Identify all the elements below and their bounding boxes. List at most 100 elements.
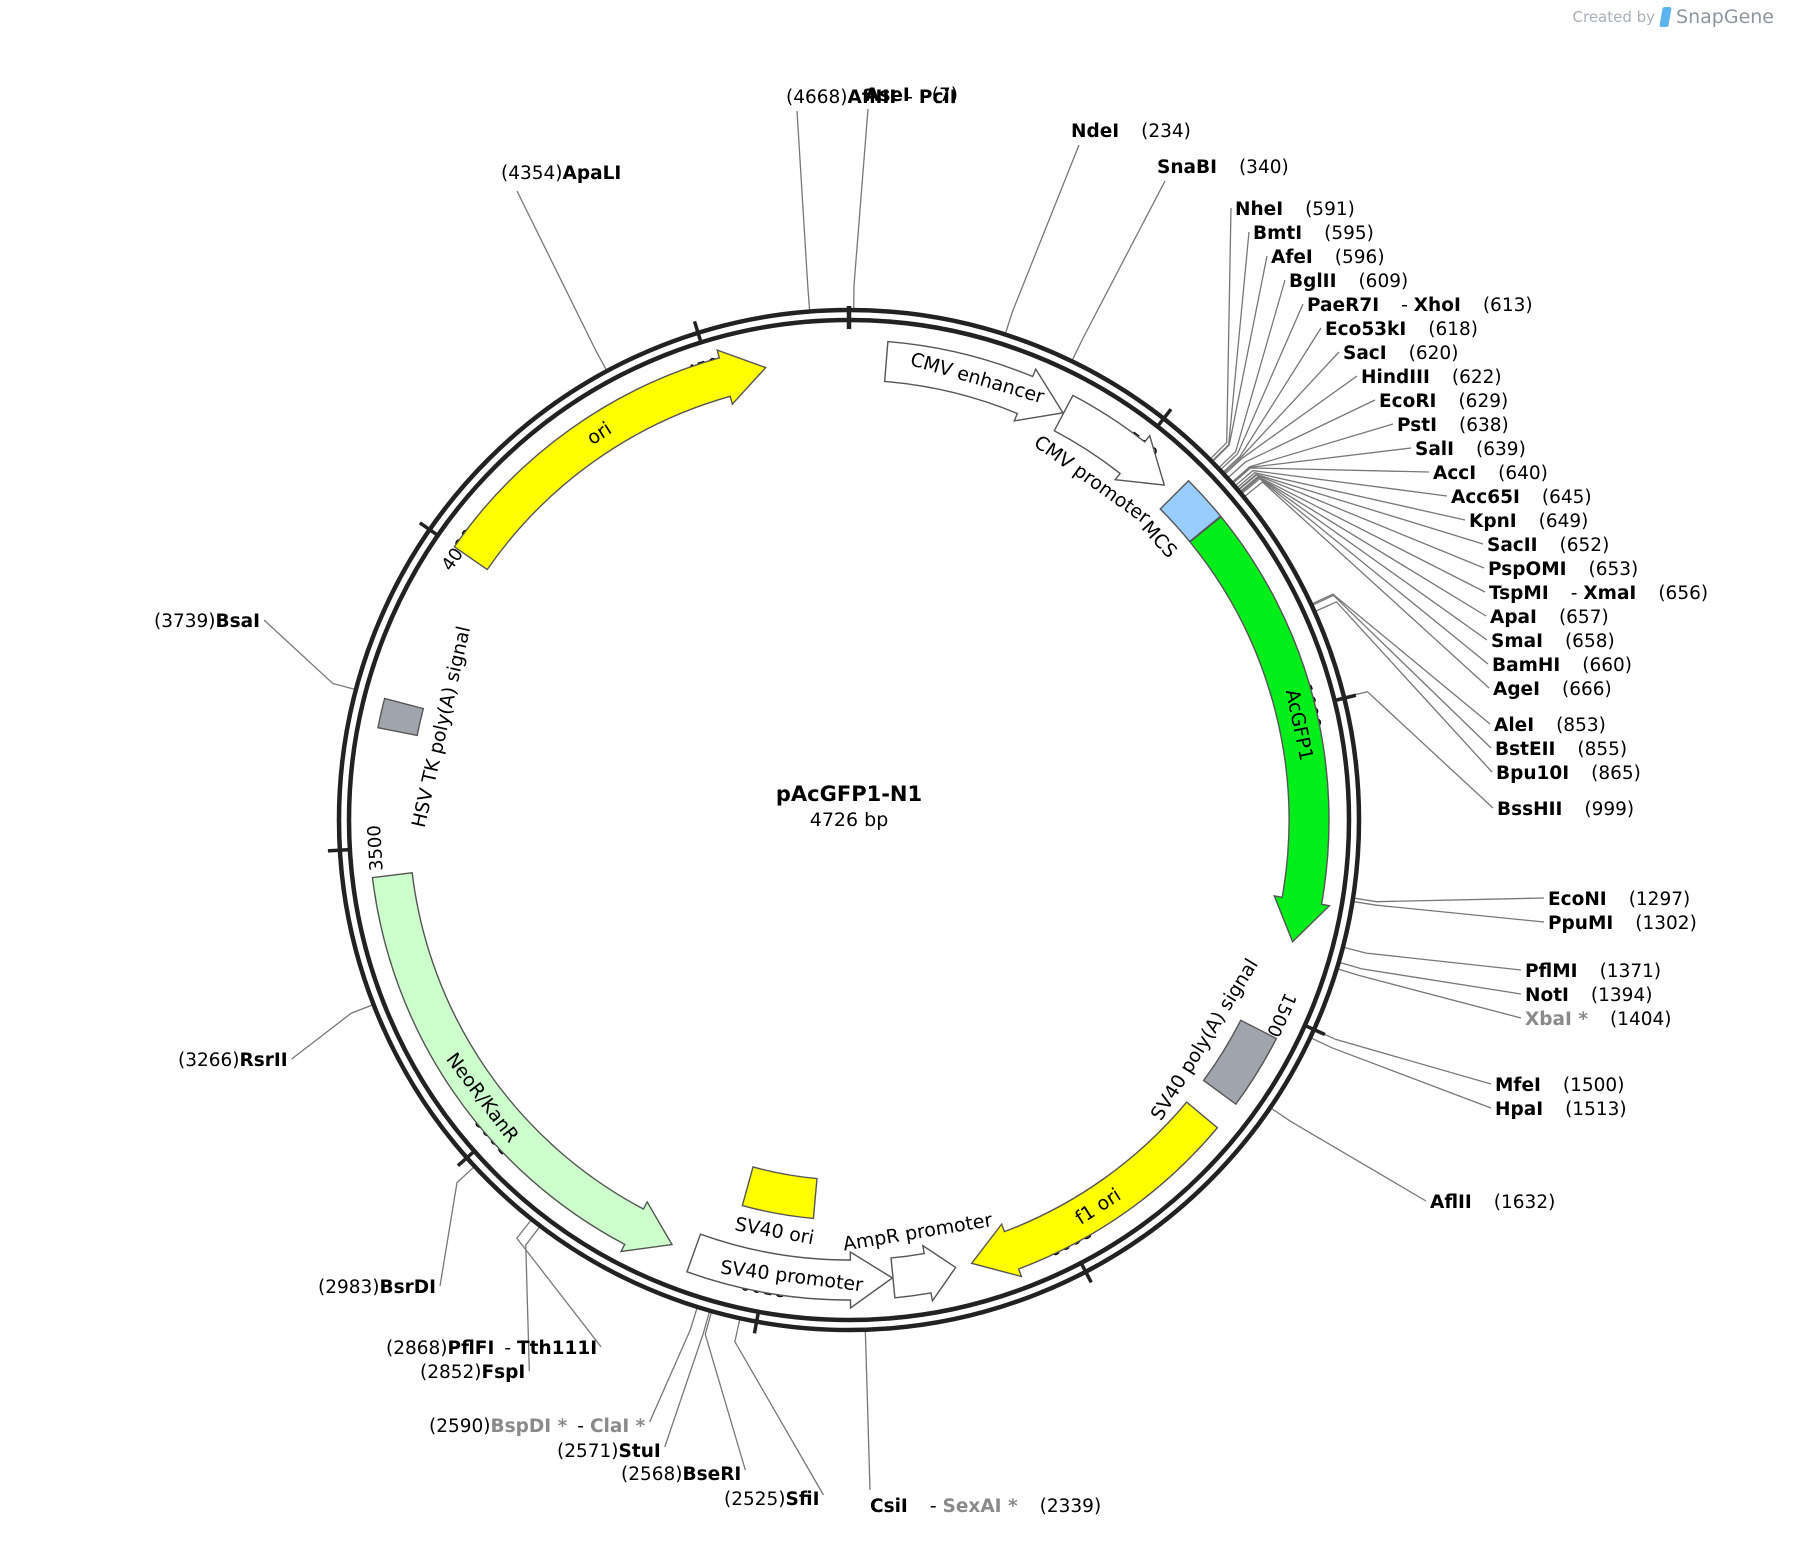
site-leader-line	[1240, 475, 1486, 593]
site-name[interactable]: FspI	[482, 1362, 526, 1383]
site-leader-line	[1233, 447, 1412, 483]
site-name[interactable]: AfeI	[1271, 247, 1313, 268]
tick-mark-3500	[327, 847, 352, 853]
feature-sv40-ori[interactable]	[741, 1166, 818, 1220]
site-name[interactable]: KpnI	[1469, 511, 1517, 532]
site-label-econi: EcoNI(1297)	[1548, 889, 1690, 910]
map-center: pAcGFP1-N1 4726 bp	[776, 782, 922, 831]
tick-mark-3000	[456, 1148, 478, 1168]
site-name[interactable]: SacII	[1487, 535, 1538, 556]
site-name[interactable]: SnaBI	[1157, 157, 1217, 178]
site-leader-line	[864, 1331, 871, 1491]
site-name[interactable]: RsrII	[240, 1050, 288, 1071]
site-name[interactable]: XmaI	[1583, 583, 1636, 604]
site-name[interactable]: TspMI	[1489, 583, 1549, 604]
site-position: (596)	[1335, 247, 1385, 268]
site-label-ppumi: PpuMI(1302)	[1548, 913, 1697, 934]
site-name[interactable]: Eco53kI	[1325, 319, 1406, 340]
site-name[interactable]: PflFI	[448, 1338, 495, 1359]
site-label-bmti: BmtI(595)	[1253, 223, 1374, 244]
site-name[interactable]: XbaI *	[1525, 1009, 1588, 1030]
feature-acgfp1[interactable]	[1189, 515, 1331, 943]
site-name[interactable]: NotI	[1525, 985, 1569, 1006]
site-name[interactable]: EcoRI	[1379, 391, 1436, 412]
site-name[interactable]: AflII	[1430, 1192, 1472, 1213]
site-label-paer7i: PaeR7I-XhoI(613)	[1307, 295, 1533, 316]
site-name[interactable]: EcoNI	[1548, 889, 1607, 910]
tick-mark-4500	[692, 320, 704, 345]
site-name[interactable]: SalI	[1415, 439, 1454, 460]
site-name[interactable]: SexAI *	[943, 1496, 1018, 1517]
site-name[interactable]: BsrDI	[380, 1277, 436, 1298]
site-name[interactable]: SmaI	[1491, 631, 1543, 652]
site-name[interactable]: PstI	[1397, 415, 1437, 436]
feature-cmv-promoter[interactable]	[1053, 394, 1166, 486]
site-name[interactable]: AccI	[1433, 463, 1476, 484]
site-name[interactable]: MfeI	[1495, 1075, 1541, 1096]
feature-sv40-promoter[interactable]	[686, 1233, 894, 1310]
site-name[interactable]: ClaI *	[590, 1416, 646, 1437]
site-name[interactable]: BglII	[1289, 271, 1336, 292]
site-position: (653)	[1589, 559, 1639, 580]
site-label-sali: SalI (639)	[1415, 439, 1526, 460]
site-position: (865)	[1591, 763, 1641, 784]
site-name[interactable]: PciI	[919, 87, 957, 108]
feature-sv40-polya[interactable]	[1202, 1019, 1278, 1106]
site-name[interactable]: AflIII	[848, 87, 897, 108]
site-leader-line	[853, 108, 869, 309]
feature-hsv-polya[interactable]	[377, 697, 425, 737]
site-name[interactable]: BseRI	[683, 1464, 742, 1485]
site-name[interactable]: BssHII	[1497, 799, 1562, 820]
site-label-apai: ApaI(657)	[1490, 607, 1609, 628]
site-name[interactable]: XhoI	[1414, 295, 1461, 316]
site-name[interactable]: HpaI	[1495, 1099, 1543, 1120]
feature-f1-ori[interactable]	[970, 1101, 1219, 1278]
site-leader-line	[1210, 207, 1232, 459]
site-name[interactable]: BstEII	[1495, 739, 1555, 760]
site-position: (652)	[1560, 535, 1610, 556]
site-name[interactable]: HindIII	[1361, 367, 1430, 388]
site-name[interactable]: ApaLI	[563, 163, 622, 184]
site-name[interactable]: PspOMI	[1488, 559, 1567, 580]
site-label-snabi: SnaBI (340)	[1157, 157, 1289, 178]
site-leader-line	[664, 1312, 710, 1448]
site-label-bglii: BglII(609)	[1289, 271, 1408, 292]
feature-neo[interactable]	[371, 872, 674, 1253]
site-name[interactable]: SacI	[1343, 343, 1387, 364]
site-position: (639)	[1476, 439, 1526, 460]
site-name[interactable]: CsiI	[870, 1496, 908, 1517]
site-name[interactable]: AseI	[865, 85, 910, 106]
tick-label-1500: 1500	[1262, 990, 1300, 1040]
site-name[interactable]: AleI	[1494, 715, 1534, 736]
site-leader-line	[1219, 279, 1286, 468]
site-name[interactable]: BspDI *	[491, 1416, 568, 1437]
site-leader-line	[1242, 477, 1489, 665]
site-name[interactable]: PflMI	[1525, 961, 1578, 982]
site-label-bpu10i: Bpu10I (865)	[1496, 763, 1641, 784]
site-name[interactable]: PaeR7I	[1307, 295, 1379, 316]
site-name[interactable]: BmtI	[1253, 223, 1302, 244]
site-name[interactable]: Acc65I	[1451, 487, 1520, 508]
feature-ori[interactable]	[453, 349, 767, 571]
site-position: (340)	[1239, 157, 1289, 178]
site-name[interactable]: SfiI	[786, 1489, 820, 1510]
site-name[interactable]: StuI	[619, 1441, 661, 1462]
site-name[interactable]: PpuMI	[1548, 913, 1613, 934]
site-position: (1394)	[1591, 985, 1653, 1006]
site-position: (622)	[1452, 367, 1502, 388]
restriction-site-labels: AseI(7)NdeI(234)SnaBI(340)NheI(591)BmtI(…	[154, 85, 1708, 1517]
site-position: (613)	[1483, 295, 1533, 316]
site-name[interactable]: NheI	[1235, 199, 1283, 220]
site-name[interactable]: Bpu10I	[1496, 763, 1569, 784]
site-name[interactable]: BamHI	[1492, 655, 1560, 676]
feature-ampr-promoter[interactable]	[890, 1244, 957, 1303]
site-leader-lines	[263, 108, 1545, 1496]
site-label-afliii: (4668)AflIII-PciI	[786, 87, 957, 108]
site-name[interactable]: BsaI	[216, 611, 260, 632]
site-leader-line	[1235, 469, 1448, 497]
site-name[interactable]: AgeI	[1493, 679, 1540, 700]
site-name[interactable]: Tth111I	[517, 1338, 597, 1359]
tick-mark-500	[1154, 408, 1173, 430]
site-name[interactable]: NdeI	[1071, 121, 1119, 142]
site-name[interactable]: ApaI	[1490, 607, 1537, 628]
